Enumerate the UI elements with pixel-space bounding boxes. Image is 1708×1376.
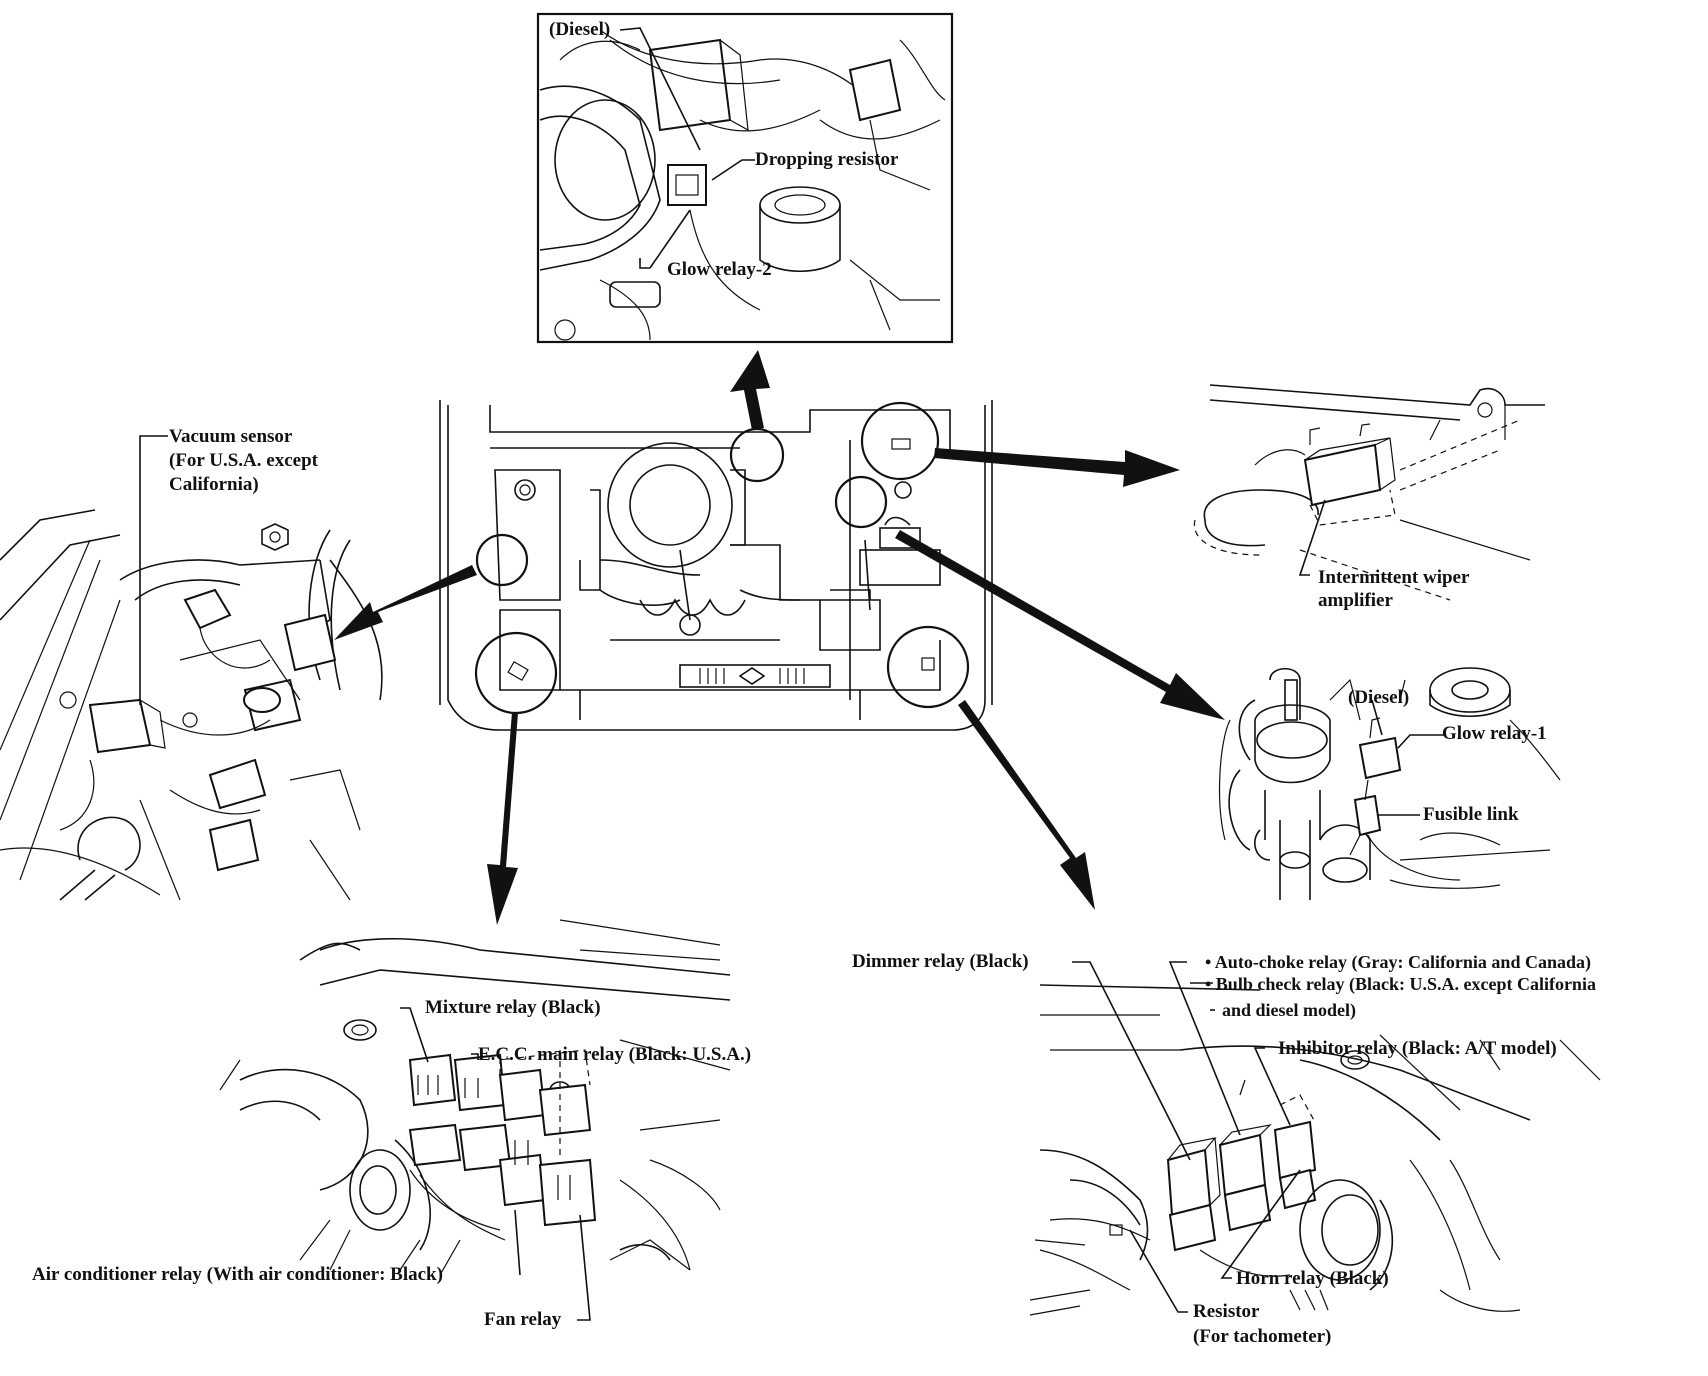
diesel-label-top: (Diesel) — [549, 19, 611, 40]
resistor-label-line2: (For tachometer) — [1193, 1326, 1332, 1347]
glow-relay-2-label: Glow relay-2 — [667, 259, 772, 280]
arrow-to-diesel-inset — [730, 350, 770, 430]
fusible-link-label: Fusible link — [1423, 804, 1519, 825]
glow-relay-1-view — [1218, 667, 1561, 900]
ecc-main-relay-label: E.C.C. main relay (Black: U.S.A.) — [478, 1044, 752, 1065]
arrow-to-glow-relay-1 — [895, 530, 1225, 720]
mixture-relay-label: Mixture relay (Black) — [425, 997, 601, 1018]
intermittent-wiper-amplifier-label-line2: amplifier — [1318, 590, 1393, 611]
bulb-check-relay-label-line2: and diesel model) — [1222, 1000, 1357, 1020]
intermittent-wiper-amplifier-label: Intermittent wiper — [1318, 567, 1470, 588]
wiper-amplifier-view — [1193, 384, 1545, 601]
diesel-inset-panel — [536, 12, 954, 344]
dimmer-relay-label: Dimmer relay (Black) — [852, 951, 1029, 972]
arrow-to-vacuum-sensor — [334, 565, 477, 640]
vacuum-sensor-label-line3: California) — [169, 474, 259, 495]
bulb-check-relay-label: • Bulb check relay (Black: U.S.A. except… — [1205, 974, 1596, 994]
arrow-to-dimmer-relay-block — [958, 700, 1095, 910]
arrow-to-wiper-amplifier — [934, 448, 1180, 487]
resistor-label: Resistor — [1193, 1301, 1260, 1322]
horn-relay-label: Horn relay (Black) — [1236, 1268, 1389, 1289]
fan-relay-label: Fan relay — [484, 1309, 562, 1330]
auto-choke-relay-label: • Auto-choke relay (Gray: California and… — [1205, 952, 1591, 972]
dimmer-relay-block-view — [1029, 961, 1601, 1316]
glow-relay-1-label: Glow relay-1 — [1442, 723, 1547, 744]
air-conditioner-relay-label: Air conditioner relay (With air conditio… — [32, 1264, 443, 1285]
arrow-to-mixture-relay-block — [487, 712, 518, 925]
vacuum-sensor-label-line2: (For U.S.A. except — [169, 450, 318, 471]
vacuum-sensor-view — [0, 435, 383, 901]
mixture-relay-block-view — [219, 919, 731, 1321]
dropping-resistor-label: Dropping resistor — [755, 149, 899, 170]
diesel-label-right: (Diesel) — [1348, 687, 1410, 708]
vacuum-sensor-label: Vacuum sensor — [169, 426, 293, 447]
engine-bay-overview — [439, 400, 993, 731]
inhibitor-relay-label: Inhibitor relay (Black: A/T model) — [1278, 1038, 1557, 1059]
